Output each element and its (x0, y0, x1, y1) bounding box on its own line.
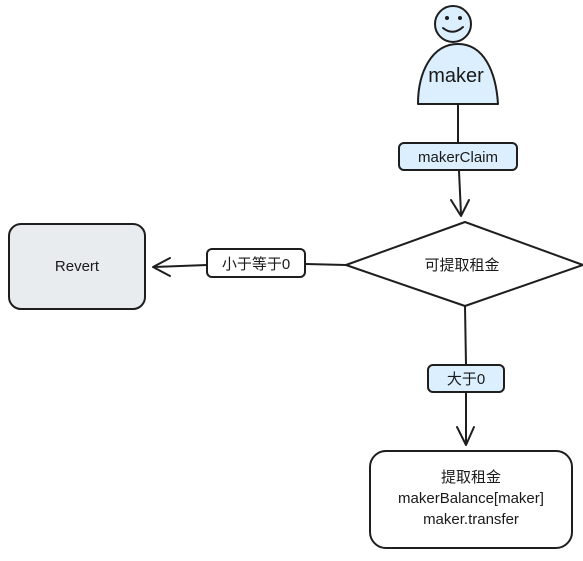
actor-head (434, 5, 472, 43)
revert-label: Revert (55, 258, 100, 275)
withdraw-line-2: makerBalance[maker] (398, 490, 544, 507)
edge-label-le-zero: 小于等于0 (206, 248, 306, 278)
actor-maker: maker (417, 5, 499, 105)
decision-label: 可提取租金 (424, 257, 499, 274)
actor-body (417, 43, 499, 105)
actor-eye-right (458, 16, 462, 20)
decision-can-withdraw: 可提取租金 (345, 221, 583, 307)
arrow-gt-withdraw-head (456, 426, 475, 446)
edge-label-gt-zero-text: 大于0 (447, 371, 485, 388)
connector-decision-gt (464, 305, 467, 366)
withdraw-line-1: 提取租金 (441, 469, 501, 486)
edge-label-claim-text: makerClaim (418, 149, 498, 166)
actor-eye-left (445, 16, 449, 20)
withdraw-line-3: maker.transfer (423, 511, 519, 528)
edge-label-le-zero-text: 小于等于0 (222, 255, 290, 273)
arrow-le-revert (153, 264, 208, 268)
revert-box: Revert (8, 223, 146, 310)
actor-smile (442, 26, 464, 33)
withdraw-box: 提取租金 makerBalance[maker] maker.transfer (369, 450, 573, 549)
arrow-claim-decision (458, 170, 462, 215)
arrow-le-revert-head (152, 257, 171, 277)
edge-label-claim: makerClaim (398, 142, 518, 171)
connector-decision-le (305, 263, 347, 266)
edge-label-gt-zero: 大于0 (427, 364, 505, 393)
actor-label: maker (428, 65, 484, 87)
arrow-claim-decision-head (450, 199, 470, 217)
